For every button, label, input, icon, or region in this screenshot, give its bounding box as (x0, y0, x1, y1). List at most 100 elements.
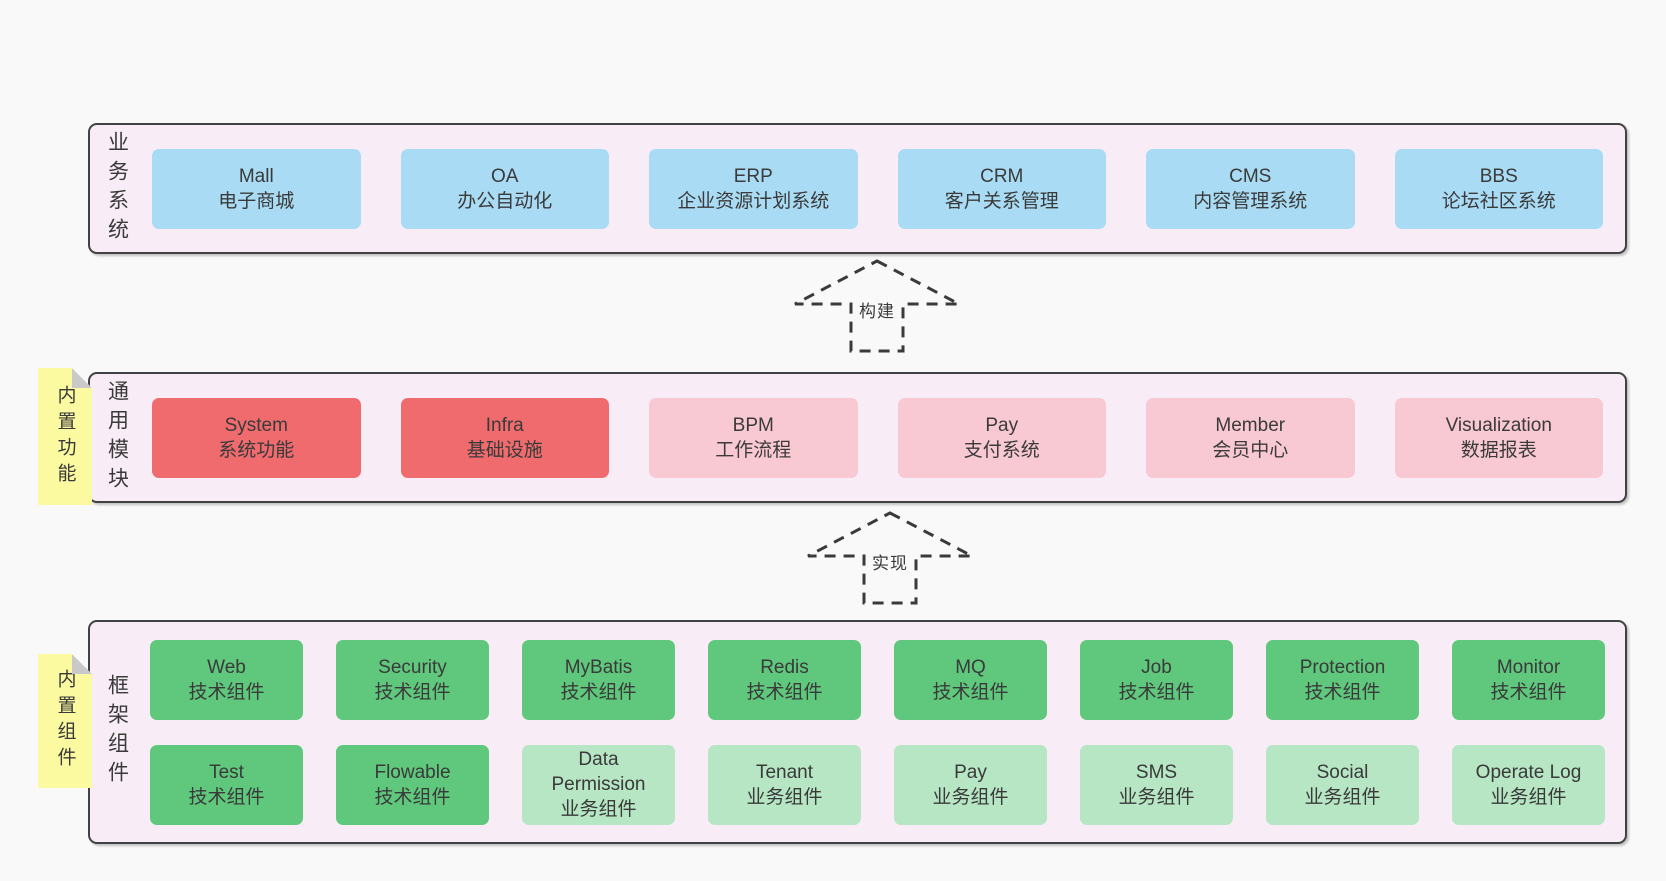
box-title: Pay (954, 761, 987, 783)
box-title: Test (209, 761, 244, 783)
component-box-sms: SMS 业务组件 (1080, 744, 1233, 825)
box-title: Web (207, 656, 246, 678)
system-box-cms: CMS 内容管理系统 (1146, 148, 1355, 229)
box-title: Security (378, 656, 447, 678)
box-subtitle: 技术组件 (374, 786, 451, 808)
box-subtitle: 业务组件 (746, 786, 823, 808)
component-box-protection: Protection 技术组件 (1266, 639, 1419, 720)
box-title: CRM (980, 165, 1024, 187)
box-subtitle: 业务组件 (1118, 786, 1195, 808)
component-box-job: Job 技术组件 (1080, 639, 1233, 720)
box-subtitle: 数据报表 (1460, 439, 1537, 461)
module-box-member: Member 会员中心 (1146, 397, 1355, 478)
module-box-system: System 系统功能 (152, 397, 361, 478)
box-title: Redis (760, 656, 809, 678)
sticky-note-text: 内置组件 (54, 669, 76, 773)
box-title: BPM (732, 414, 774, 436)
component-box-security: Security 技术组件 (336, 639, 489, 720)
sticky-note-builtin-features: 内置功能 (38, 368, 92, 505)
box-subtitle: 技术组件 (560, 681, 637, 703)
box-subtitle: 业务组件 (560, 799, 637, 820)
layer-framework-boxes: Web 技术组件 Security 技术组件 MyBatis 技术组件 Redi… (144, 622, 1625, 842)
system-box-erp: ERP 企业资源计划系统 (649, 148, 858, 229)
component-box-pay: Pay 业务组件 (894, 744, 1047, 825)
arrow-build-label: 构建 (859, 302, 895, 321)
box-subtitle: 技术组件 (188, 681, 265, 703)
arrow-build: 构建 (789, 258, 965, 354)
box-subtitle: 业务组件 (932, 786, 1009, 808)
box-subtitle: 办公自动化 (457, 190, 553, 212)
box-subtitle: 工作流程 (715, 439, 792, 461)
component-box-flowable: Flowable 技术组件 (336, 744, 489, 825)
module-box-pay: Pay 支付系统 (897, 397, 1106, 478)
box-title: Visualization (1445, 414, 1552, 436)
box-title: Social (1316, 761, 1369, 783)
box-subtitle: 技术组件 (746, 681, 823, 703)
sticky-note-text: 内置功能 (54, 384, 76, 489)
system-box-bbs: BBS 论坛社区系统 (1394, 148, 1603, 229)
system-box-crm: CRM 客户关系管理 (897, 148, 1106, 229)
arrow-implement: 实现 (802, 510, 978, 606)
box-title: OA (491, 165, 519, 187)
component-box-tenant: Tenant 业务组件 (708, 744, 861, 825)
box-title: Pay (985, 414, 1019, 436)
box-title: Data Permission (551, 749, 646, 795)
sticky-note-builtin-components: 内置组件 (38, 654, 92, 788)
system-box-mall: Mall 电子商城 (152, 148, 361, 229)
module-box-infra: Infra 基础设施 (400, 397, 609, 478)
box-title: SMS (1135, 761, 1178, 783)
component-box-operate-log: Operate Log 业务组件 (1452, 744, 1605, 825)
box-title: BBS (1479, 165, 1518, 187)
box-subtitle: 业务组件 (1490, 786, 1567, 808)
layer-common-modules: 通用模块 System 系统功能 Infra 基础设施 BPM 工作流程 Pay… (88, 372, 1627, 503)
box-title: ERP (733, 165, 773, 187)
box-subtitle: 技术组件 (188, 786, 265, 808)
component-box-social: Social 业务组件 (1266, 744, 1419, 825)
box-title: Operate Log (1475, 761, 1582, 783)
module-box-bpm: BPM 工作流程 (649, 397, 858, 478)
box-subtitle: 支付系统 (963, 439, 1040, 461)
box-subtitle: 系统功能 (218, 439, 295, 461)
box-subtitle: 技术组件 (1304, 681, 1381, 703)
box-subtitle: 技术组件 (374, 681, 451, 703)
box-title: Protection (1299, 656, 1386, 678)
component-box-monitor: Monitor 技术组件 (1452, 639, 1605, 720)
box-title: Job (1141, 656, 1172, 678)
layer-modules-boxes: System 系统功能 Infra 基础设施 BPM 工作流程 Pay 支付系统… (144, 374, 1625, 501)
box-title: MyBatis (564, 656, 633, 678)
box-subtitle: 电子商城 (218, 190, 295, 212)
layer-framework-label: 框架组件 (90, 622, 144, 842)
layer-label-text: 框架组件 (105, 674, 129, 790)
component-box-mq: MQ 技术组件 (894, 639, 1047, 720)
box-title: Infra (485, 414, 524, 436)
module-box-visualization: Visualization 数据报表 (1394, 397, 1603, 478)
box-subtitle: 会员中心 (1212, 439, 1289, 461)
box-title: Flowable (374, 761, 451, 783)
arrow-implement-label: 实现 (872, 554, 908, 573)
layer-business-boxes: Mall 电子商城 OA 办公自动化 ERP 企业资源计划系统 CRM 客户关系… (144, 125, 1625, 252)
component-box-data-permission: Data Permission 业务组件 (522, 744, 675, 825)
up-arrow-icon (794, 259, 960, 353)
component-box-redis: Redis 技术组件 (708, 639, 861, 720)
box-subtitle: 论坛社区系统 (1441, 190, 1556, 212)
box-subtitle: 技术组件 (1490, 681, 1567, 703)
layer-business-systems: 业务系统 Mall 电子商城 OA 办公自动化 ERP 企业资源计划系统 CRM… (88, 123, 1627, 254)
box-subtitle: 客户关系管理 (944, 190, 1059, 212)
box-title: Tenant (755, 761, 814, 783)
component-box-web: Web 技术组件 (150, 639, 303, 720)
layer-modules-label: 通用模块 (90, 374, 144, 501)
layer-business-label: 业务系统 (90, 125, 144, 252)
box-title: System (224, 414, 288, 436)
box-title: Monitor (1496, 656, 1561, 678)
layer-label-text: 业务系统 (105, 130, 129, 247)
box-subtitle: 内容管理系统 (1193, 190, 1308, 212)
box-subtitle: 技术组件 (1118, 681, 1195, 703)
up-arrow-icon (807, 511, 973, 605)
component-box-test: Test 技术组件 (150, 744, 303, 825)
box-title: Mall (238, 165, 274, 187)
layer-label-text: 通用模块 (105, 379, 129, 496)
box-subtitle: 业务组件 (1304, 786, 1381, 808)
component-box-mybatis: MyBatis 技术组件 (522, 639, 675, 720)
box-title: MQ (955, 656, 986, 678)
box-subtitle: 企业资源计划系统 (677, 190, 830, 212)
